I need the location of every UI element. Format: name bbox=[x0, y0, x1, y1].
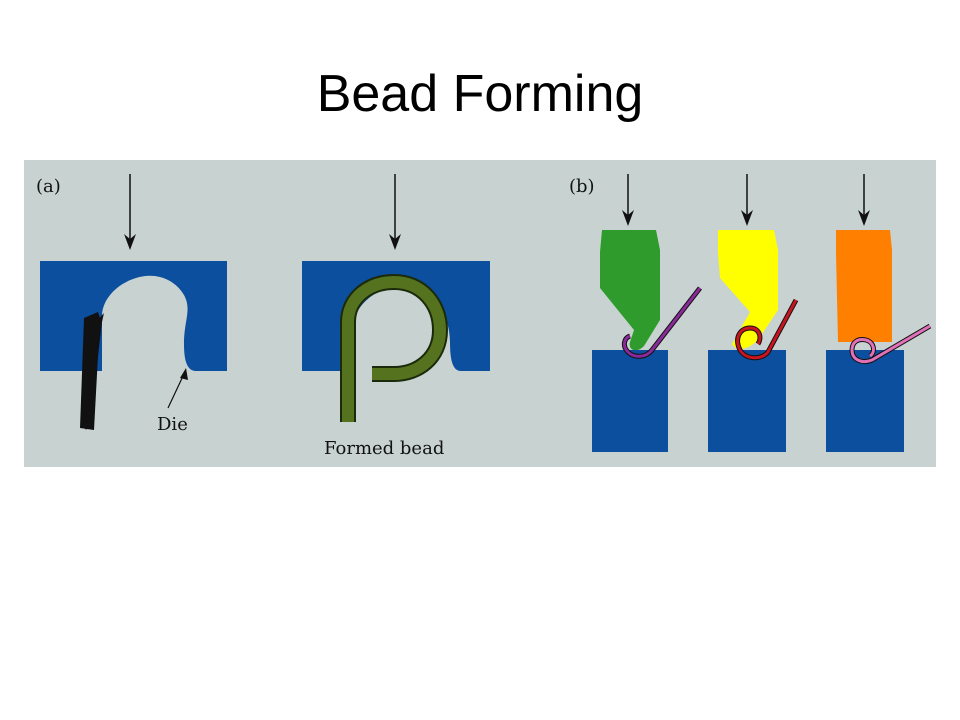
bead-forming-figure: (a) Die Formed bead (b) bbox=[24, 160, 936, 467]
panel-b-label: (b) bbox=[569, 176, 595, 197]
force-arrow-icon bbox=[741, 174, 753, 226]
force-arrow-icon bbox=[124, 174, 136, 250]
sheet-strip-purple-fill bbox=[622, 287, 702, 358]
panel-a-label: (a) bbox=[36, 176, 61, 197]
die-label: Die bbox=[157, 414, 188, 435]
die-bottom-3 bbox=[826, 350, 904, 452]
die-bottom-2 bbox=[708, 350, 786, 452]
formed-bead-fill bbox=[342, 275, 447, 422]
punch-green bbox=[600, 230, 660, 351]
punch-yellow bbox=[718, 230, 778, 349]
die-leader-arrow-icon bbox=[167, 368, 188, 409]
force-arrow-icon bbox=[858, 174, 870, 226]
slide-title: Bead Forming bbox=[316, 65, 644, 123]
sheet-strip-pink-fill bbox=[850, 324, 931, 364]
punch-orange bbox=[836, 230, 892, 342]
sheet-strip-red-fill bbox=[736, 299, 798, 360]
sheet-strip-black-body bbox=[80, 312, 100, 430]
die-bottom-1 bbox=[592, 350, 668, 452]
force-arrow-icon bbox=[622, 174, 634, 226]
force-arrow-icon bbox=[389, 174, 401, 250]
formed-bead-label: Formed bead bbox=[324, 438, 444, 459]
